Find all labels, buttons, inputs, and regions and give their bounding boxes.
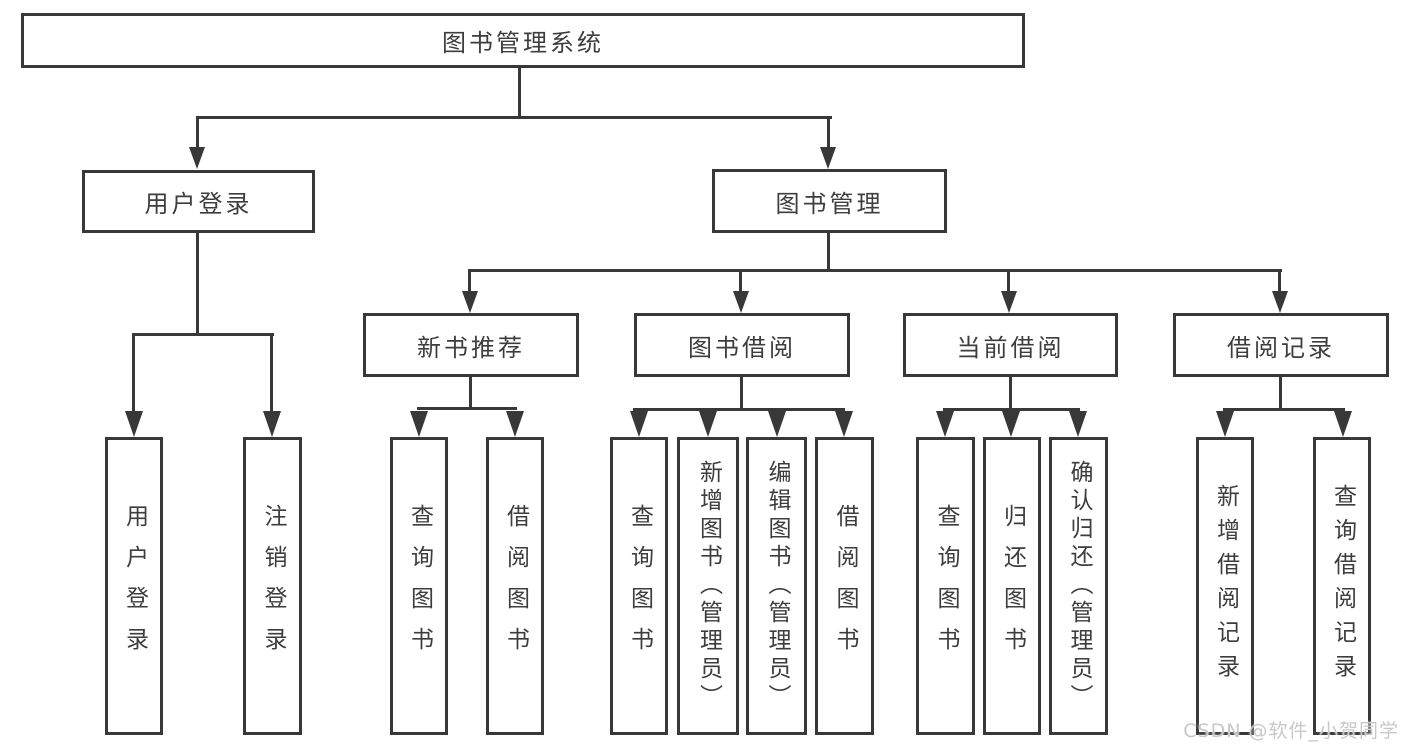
leaf-label: 借阅图书 bbox=[832, 504, 858, 668]
node-book-borrow-label: 图书借阅 bbox=[688, 333, 796, 362]
connector-current-borrow-stem bbox=[1009, 377, 1012, 410]
connector-module-drop bbox=[739, 269, 742, 291]
connector-new-book-rail bbox=[417, 407, 517, 410]
connector-leaf-drop bbox=[132, 333, 135, 411]
arrow-down-icon bbox=[125, 411, 143, 437]
leaf-label: 新增借阅记录 bbox=[1212, 484, 1239, 688]
connector-borrow-record-rail bbox=[1223, 408, 1345, 411]
leaf-add-books-admin: 新增图书（管理员） bbox=[677, 437, 739, 735]
node-current-borrow-label: 当前借阅 bbox=[956, 333, 1065, 362]
arrow-down-icon bbox=[768, 411, 786, 437]
arrow-down-icon bbox=[506, 411, 524, 437]
arrow-down-icon bbox=[733, 291, 749, 313]
leaf-return-books: 归还图书 bbox=[983, 437, 1041, 735]
arrow-down-icon bbox=[1001, 291, 1017, 313]
arrow-down-icon bbox=[1002, 411, 1020, 437]
arrow-down-icon bbox=[1216, 411, 1234, 437]
connector-book-mgmt-stem bbox=[827, 233, 830, 272]
leaf-label: 编辑图书（管理员） bbox=[764, 460, 790, 712]
arrow-down-icon bbox=[630, 411, 648, 437]
leaf-label: 归还图书 bbox=[999, 504, 1026, 668]
node-user-login-branch: 用户登录 bbox=[82, 170, 315, 233]
node-borrow-record-label: 借阅记录 bbox=[1227, 333, 1335, 362]
arrow-down-icon bbox=[1272, 291, 1288, 313]
arrow-down-icon bbox=[462, 291, 478, 313]
leaf-query-borrow-record: 查询借阅记录 bbox=[1313, 437, 1371, 735]
connector-borrow-record-stem bbox=[1279, 377, 1282, 410]
arrow-down-icon bbox=[936, 411, 954, 437]
connector-user-login-stem bbox=[196, 233, 199, 336]
leaf-user-login: 用户登录 bbox=[105, 437, 163, 735]
leaf-add-borrow-record: 新增借阅记录 bbox=[1196, 437, 1254, 735]
leaf-label: 查询图书 bbox=[406, 504, 433, 668]
node-new-book-recommend-label: 新书推荐 bbox=[417, 333, 525, 362]
arrow-down-icon bbox=[835, 411, 853, 437]
arrow-down-icon bbox=[1334, 411, 1352, 437]
connector-module-drop bbox=[468, 269, 471, 291]
leaf-label: 用户登录 bbox=[121, 504, 148, 668]
leaf-query-books: 查询图书 bbox=[610, 437, 668, 735]
leaf-label: 查询图书 bbox=[933, 504, 959, 668]
leaf-label: 新增图书（管理员） bbox=[695, 460, 722, 712]
arrow-down-icon bbox=[189, 147, 205, 169]
leaf-confirm-return-admin: 确认归还（管理员） bbox=[1049, 437, 1108, 735]
leaf-edit-books-admin: 编辑图书（管理员） bbox=[746, 437, 807, 735]
leaf-query-books: 查询图书 bbox=[916, 437, 975, 735]
connector-leaf-drop bbox=[270, 333, 273, 411]
connector-module-drop bbox=[1278, 269, 1281, 291]
connector-book-borrow-stem bbox=[740, 377, 743, 410]
node-book-management-branch: 图书管理 bbox=[712, 169, 947, 233]
leaf-label: 查询借阅记录 bbox=[1329, 484, 1356, 688]
arrow-down-icon bbox=[263, 411, 281, 437]
leaf-label: 确认归还（管理员） bbox=[1066, 460, 1092, 712]
node-new-book-recommend: 新书推荐 bbox=[363, 313, 579, 377]
connector-user-login-rail bbox=[132, 333, 274, 336]
arrow-down-icon bbox=[820, 147, 836, 169]
connector-book-borrow-rail bbox=[633, 408, 845, 411]
arrow-down-icon bbox=[410, 411, 428, 437]
leaf-label: 借阅图书 bbox=[502, 504, 529, 668]
connector-book-mgmt-drop bbox=[827, 116, 830, 148]
connector-root-rail bbox=[196, 116, 832, 119]
node-library-system: 图书管理系统 bbox=[21, 13, 1025, 68]
node-current-borrow: 当前借阅 bbox=[903, 313, 1118, 377]
leaf-query-books: 查询图书 bbox=[390, 437, 448, 735]
leaf-logout: 注销登录 bbox=[243, 437, 302, 735]
connector-module-drop bbox=[1007, 269, 1010, 291]
connector-new-book-stem bbox=[469, 377, 472, 410]
node-book-management-branch-label: 图书管理 bbox=[775, 189, 884, 218]
node-library-system-label: 图书管理系统 bbox=[442, 29, 604, 57]
node-book-borrow: 图书借阅 bbox=[634, 313, 850, 377]
arrow-down-icon bbox=[1069, 411, 1087, 437]
leaf-borrow-books: 借阅图书 bbox=[815, 437, 874, 735]
leaf-borrow-books: 借阅图书 bbox=[486, 437, 544, 735]
connector-root-stem bbox=[518, 68, 521, 118]
connector-current-borrow-rail bbox=[943, 408, 1080, 411]
node-borrow-record: 借阅记录 bbox=[1173, 313, 1389, 377]
arrow-down-icon bbox=[699, 411, 717, 437]
csdn-watermark: CSDN @软件_小贺同学 bbox=[1183, 720, 1399, 742]
connector-book-mgmt-rail bbox=[468, 269, 1282, 272]
connector-user-login-drop bbox=[196, 116, 199, 148]
node-user-login-branch-label: 用户登录 bbox=[144, 190, 253, 218]
leaf-label: 注销登录 bbox=[260, 504, 286, 668]
leaf-label: 查询图书 bbox=[626, 504, 653, 668]
